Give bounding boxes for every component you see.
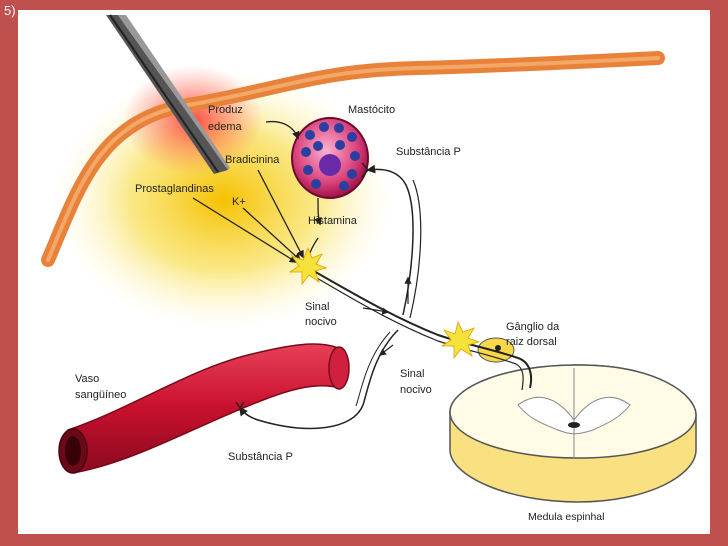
label-bradicinina: Bradicinina [225,154,280,166]
label-vaso: Vaso [75,373,99,385]
arrow-prostaglandinas [192,197,298,263]
nerve-branch-to-vessel [238,329,399,430]
arrow-mast-to-histamina [314,197,322,226]
label-produz: Produz [208,104,243,116]
blood-vessel [58,343,350,474]
label-sinal-nocivo-2: Sinal [400,368,424,380]
label-potassium: K+ [232,196,246,208]
label-edema: edema [208,121,243,133]
label-substancia-p-bottom: Substância P [228,451,293,463]
nerve-branch-to-vessel-2 [355,331,391,407]
receptor-mast [361,162,369,178]
label-sinal-nocivo-1: Sinal [305,301,329,313]
arrow-k [242,207,302,262]
label-nocivo-2: nocivo [400,384,432,396]
needle-icon [106,14,230,174]
label-ganglio: Gânglio da [506,321,560,333]
receptor-vessel [235,401,245,410]
label-sanguineo: sangüíneo [75,389,126,401]
slide-number: 5) [4,3,16,18]
diagram-panel: Produz edema Mastócito Bradicinina Subst… [18,10,710,534]
label-nocivo-1: nocivo [305,316,337,328]
nociceptor-burst-1 [288,246,328,286]
label-medula: Medula espinhal [528,511,604,523]
spinal-cord [449,364,697,503]
label-histamina: Histamina [308,215,358,227]
nerve-branch-to-mast-2 [409,179,422,319]
nociception-diagram: Produz edema Mastócito Bradicinina Subst… [41,14,697,523]
mast-cell [291,117,369,199]
nociceptor-burst-2 [440,320,481,360]
label-raiz-dorsal: raiz dorsal [506,336,557,348]
skin-inner-line [46,56,660,262]
arrow-produz-edema [265,120,300,140]
label-substancia-p-top: Substância P [396,146,461,158]
label-prostaglandinas: Prostaglandinas [135,183,214,195]
arrow-bradicinina [257,169,304,259]
label-mastocito: Mastócito [348,104,395,116]
